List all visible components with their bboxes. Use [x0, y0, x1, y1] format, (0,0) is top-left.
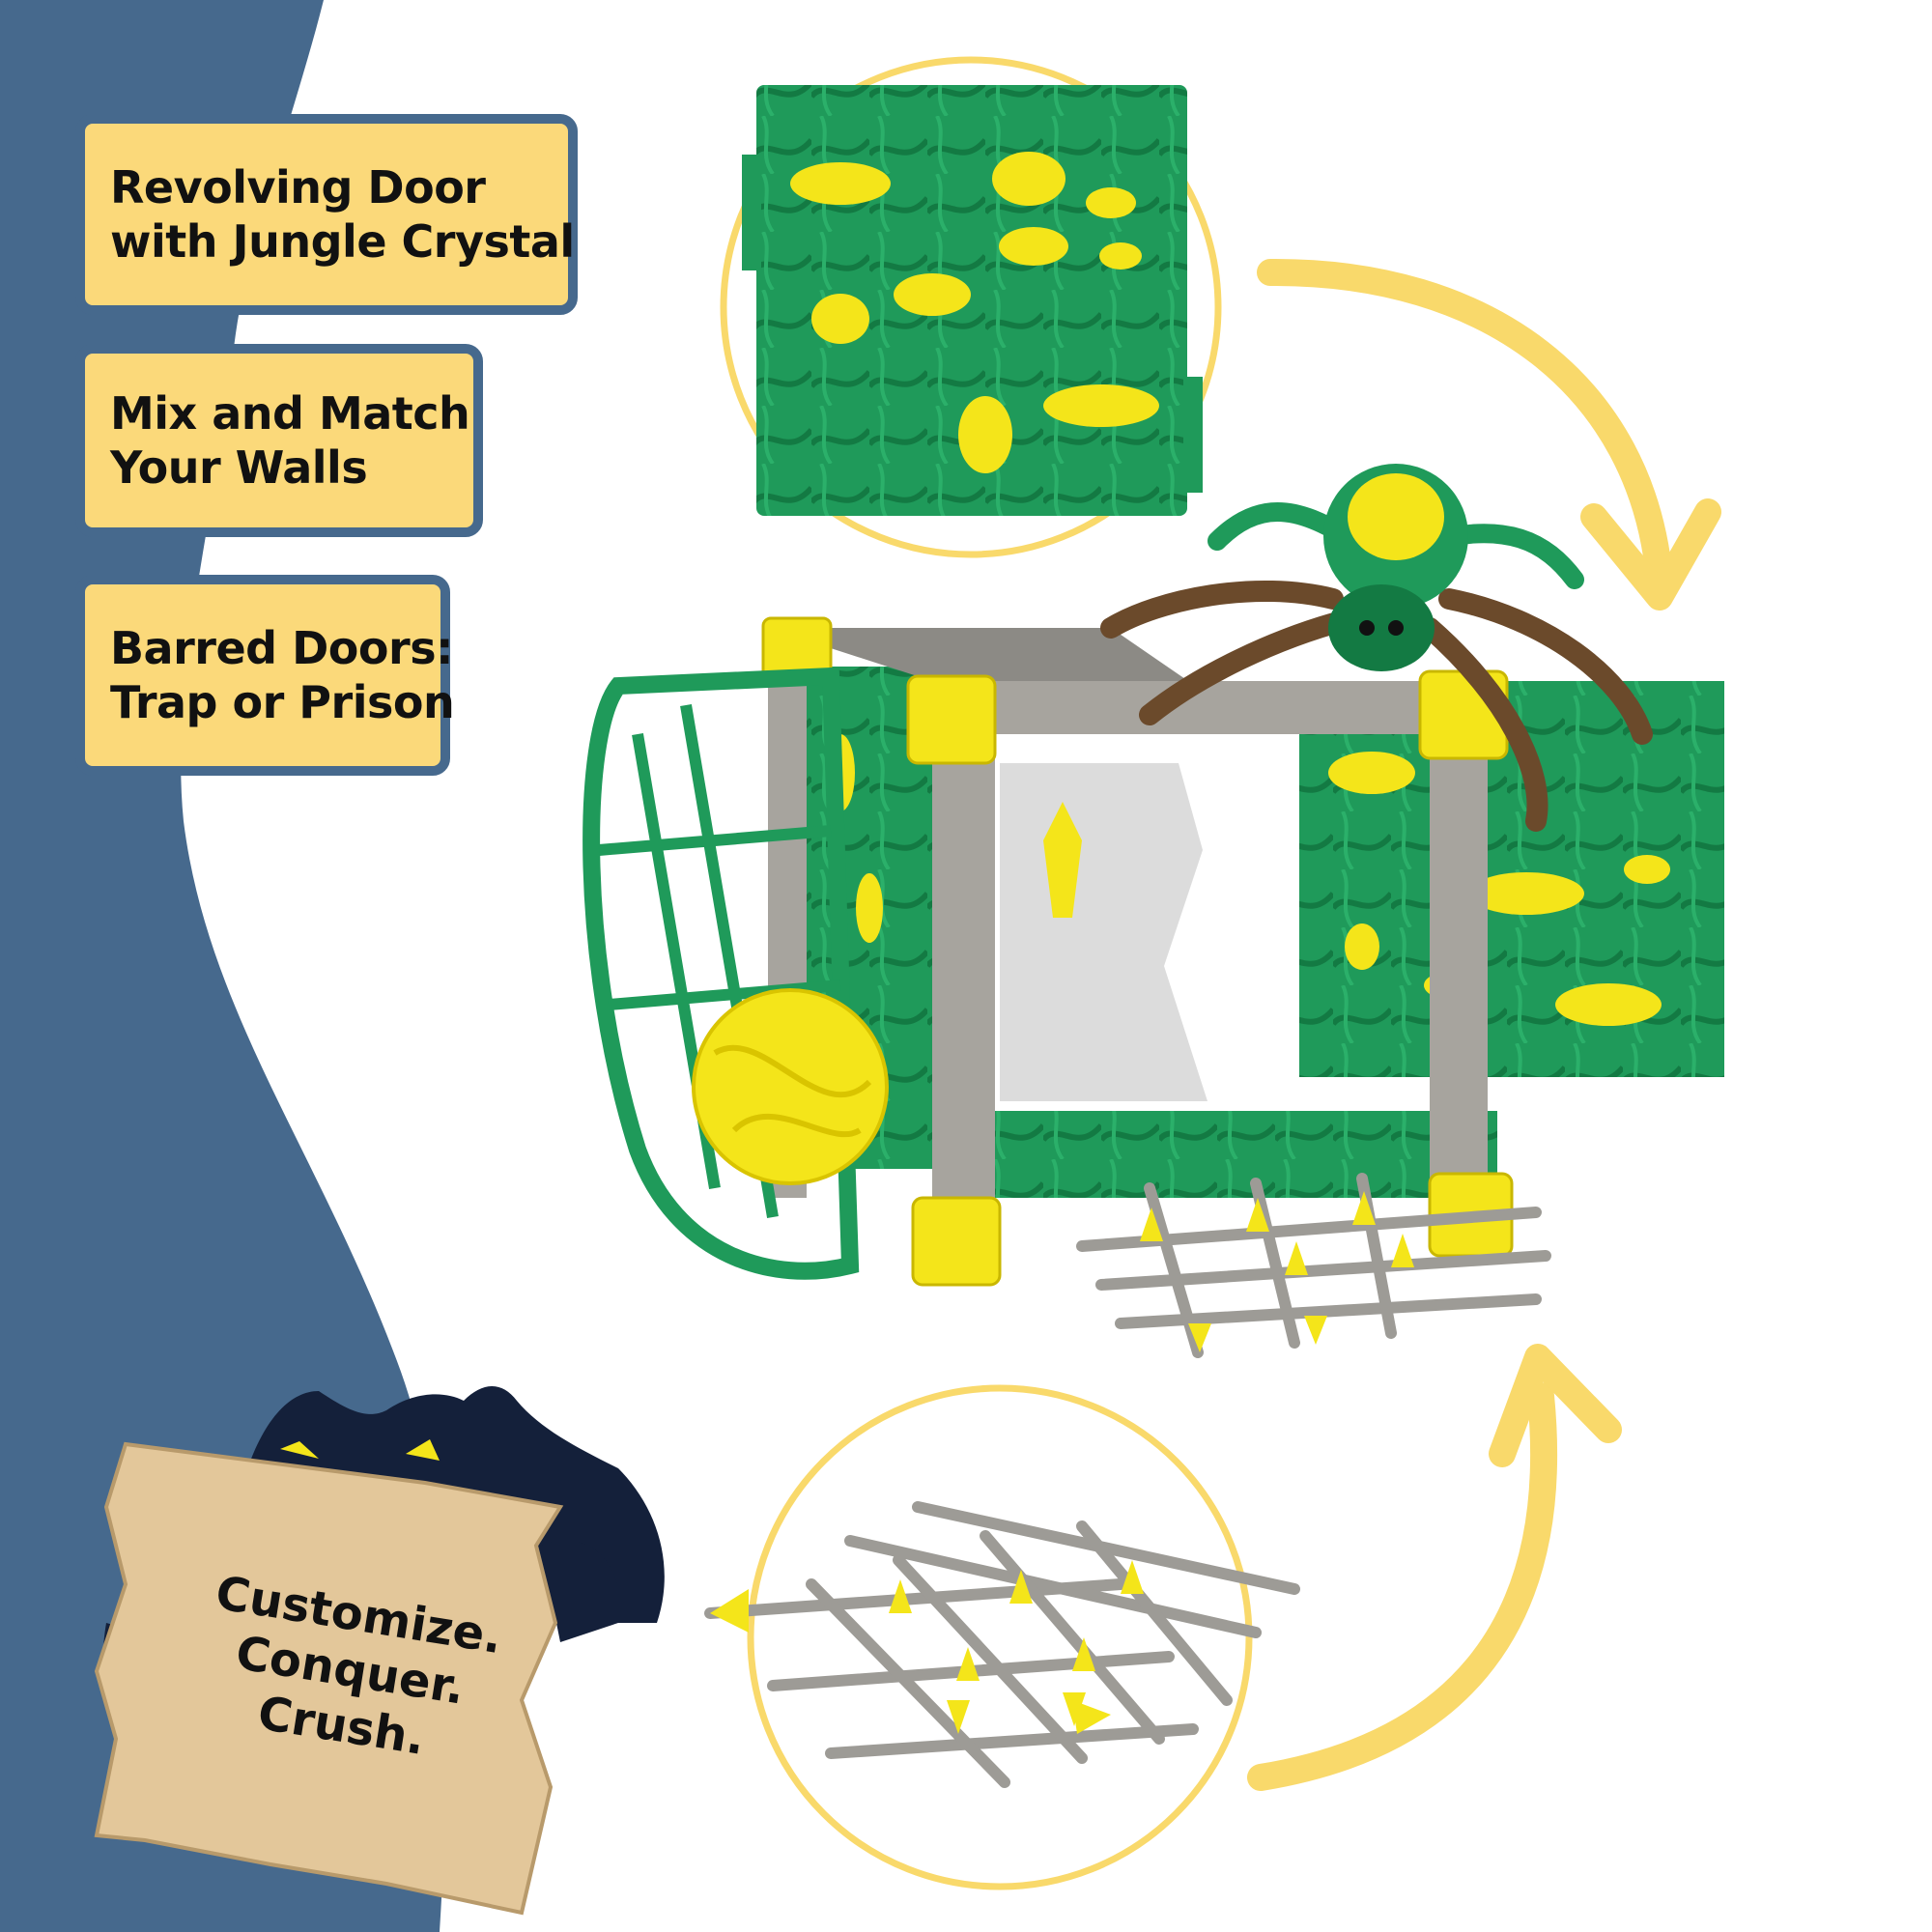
feature-line: Revolving Door	[110, 161, 486, 213]
feature-line: Mix and Match	[110, 387, 470, 440]
wall-circle	[720, 56, 1222, 558]
feature-line: with Jungle Crystal	[110, 215, 575, 268]
wall-panel	[742, 85, 1203, 516]
feature-line: Barred Doors:	[110, 622, 453, 674]
ball	[692, 988, 889, 1185]
spider	[1100, 464, 1653, 832]
feature-card-mix-match: Mix and Match Your Walls	[75, 344, 483, 537]
cage-assembly	[582, 616, 1724, 1358]
parchment	[94, 1441, 564, 1916]
feature-line: Your Walls	[110, 441, 368, 494]
spiked-grate	[704, 1501, 1300, 1788]
feature-line: Trap or Prison	[110, 676, 455, 728]
curved-arrow-icon	[1257, 258, 1721, 611]
grate-circle	[747, 1384, 1253, 1890]
feature-card-revolving-door: Revolving Door with Jungle Crystal	[75, 114, 578, 315]
feature-card-barred-doors: Barred Doors: Trap or Prison	[75, 575, 455, 776]
curved-arrow-icon	[1247, 1344, 1622, 1791]
